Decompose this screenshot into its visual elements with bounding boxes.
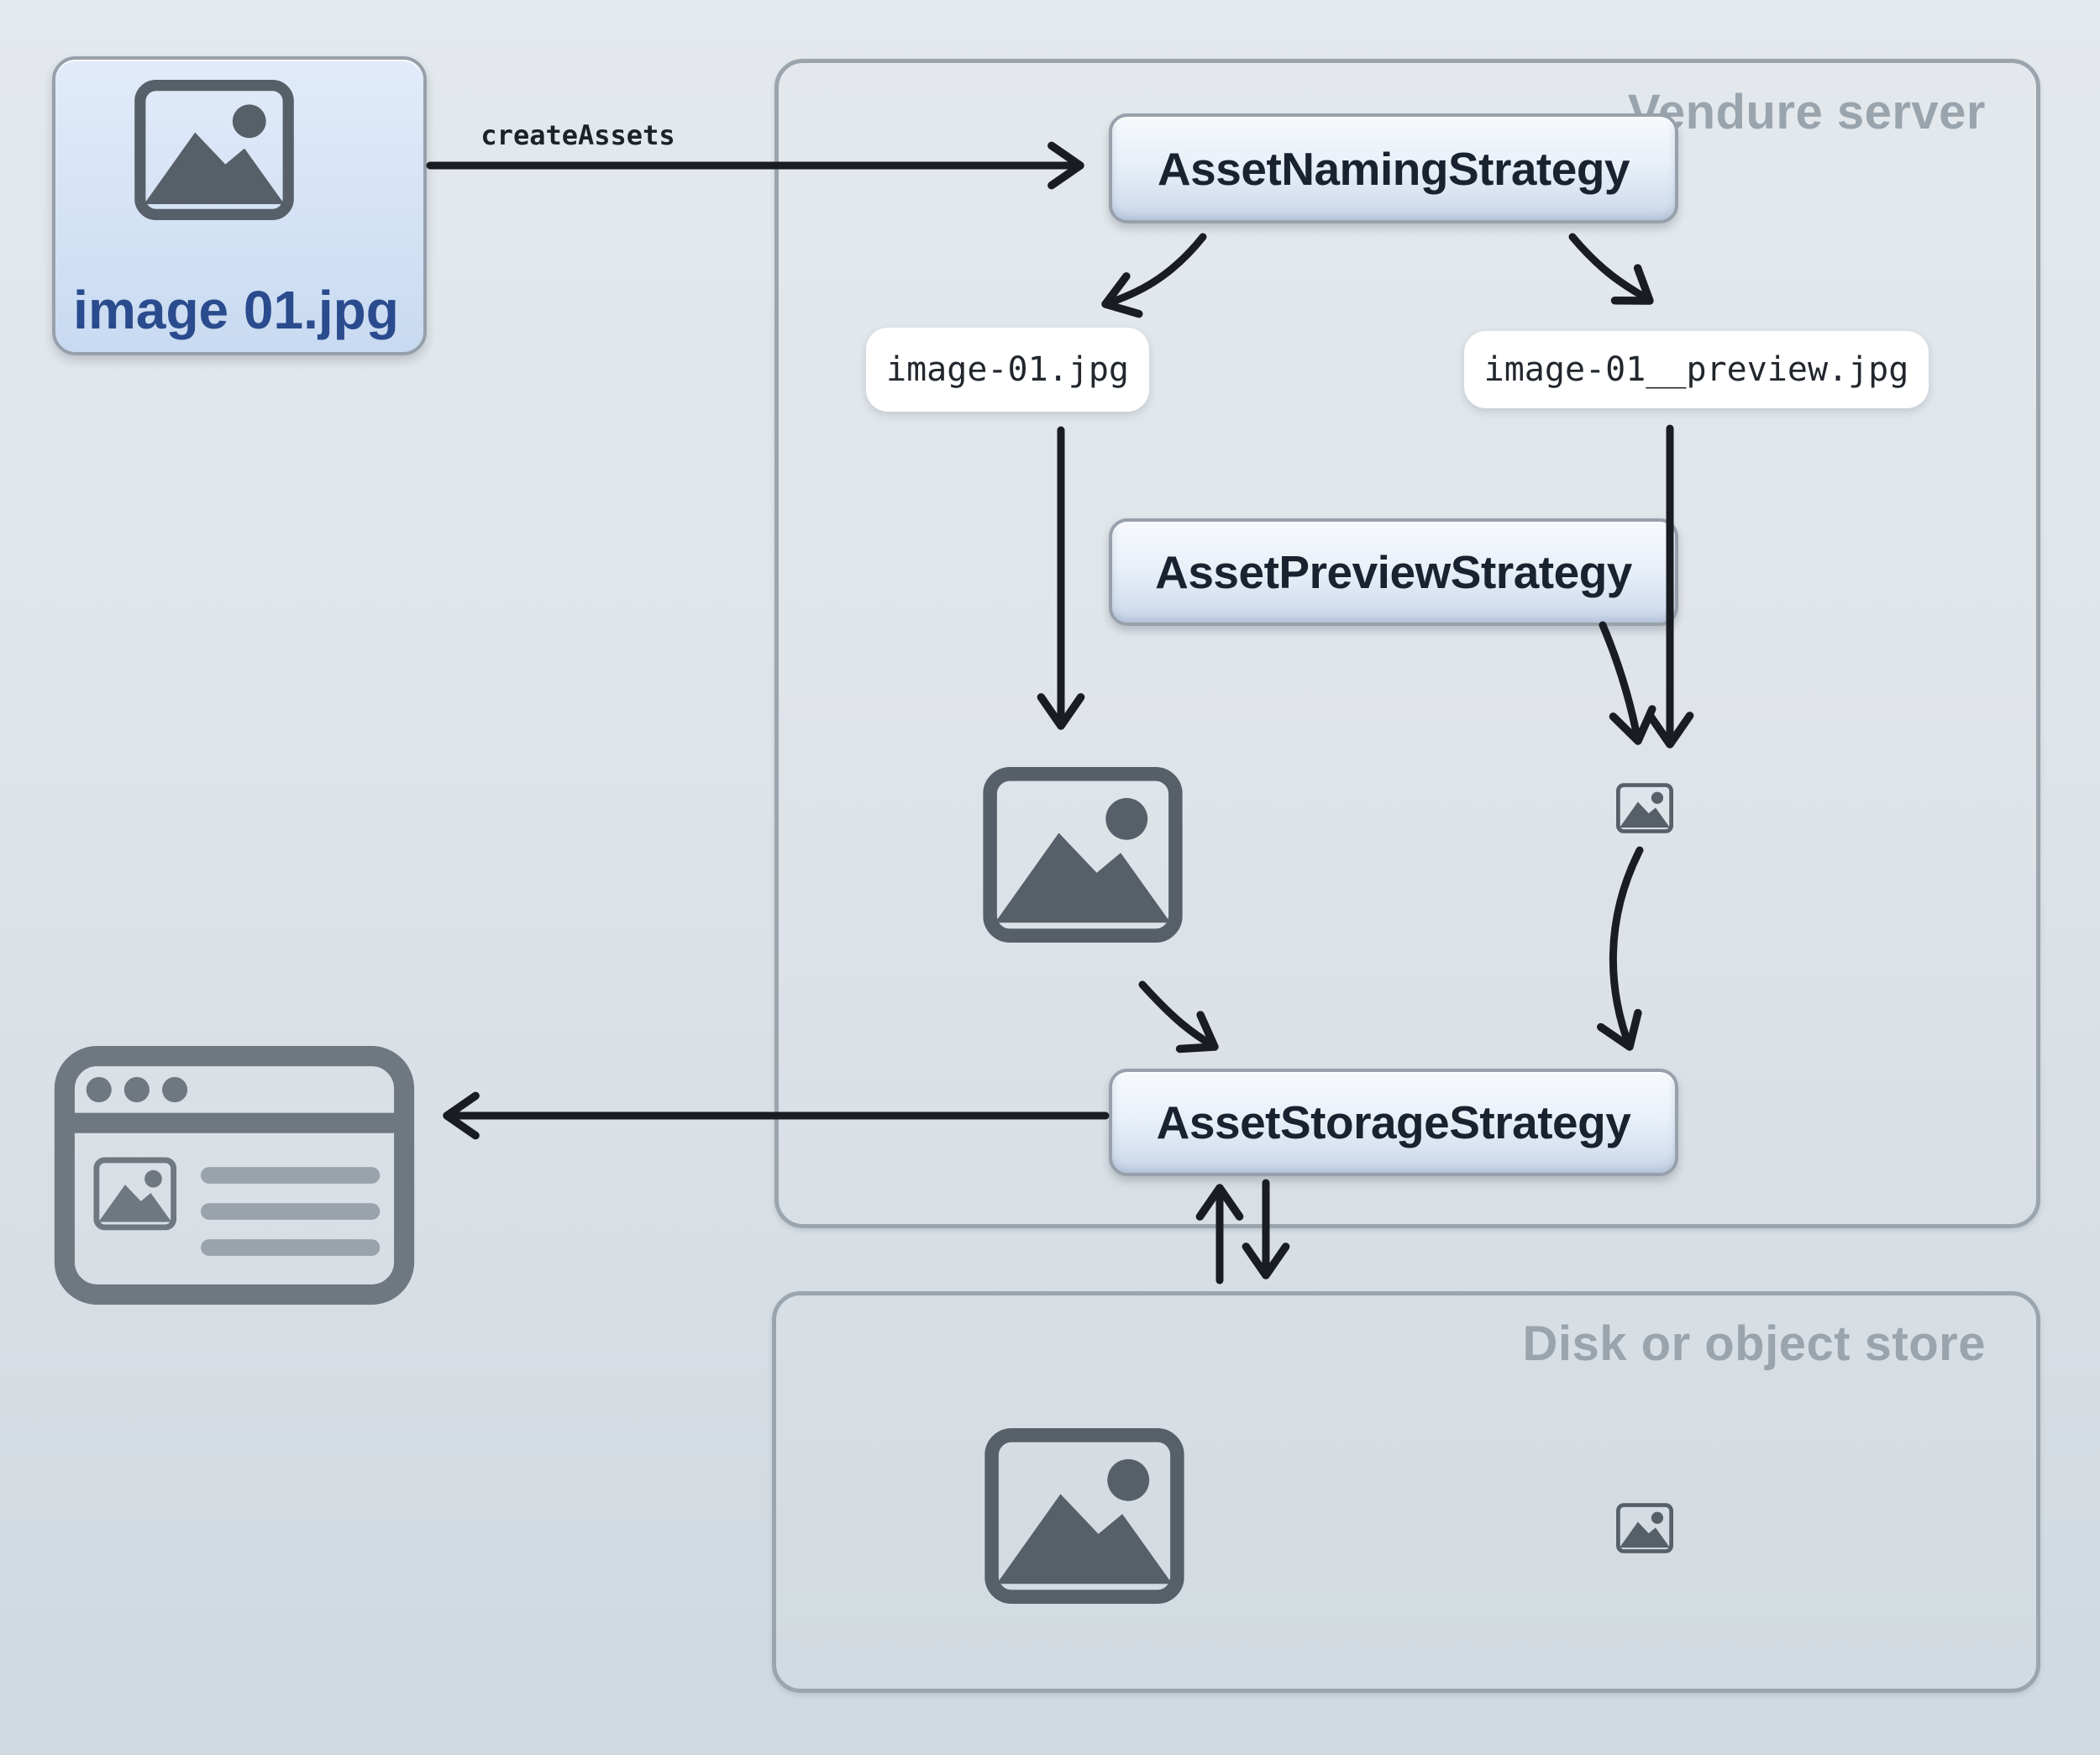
preview-filename-label: image-01__preview.jpg [1483, 350, 1909, 389]
disk-store-title: Disk or object store [1522, 1316, 1986, 1371]
asset-storage-strategy-label: AssetStorageStrategy [1156, 1096, 1631, 1148]
disk-store-container [772, 1291, 2040, 1693]
source-filename-label: image-01.jpg [886, 350, 1129, 389]
asset-naming-strategy-box: AssetNamingStrategy [1109, 113, 1678, 223]
create-assets-label: createAssets [480, 119, 675, 151]
asset-naming-strategy-label: AssetNamingStrategy [1157, 142, 1630, 195]
image-icon [134, 80, 294, 220]
source-filename-pill: image-01.jpg [866, 328, 1149, 412]
uploaded-file-label: image 01.jpg [73, 280, 399, 340]
browser-window-icon [54, 1045, 415, 1306]
asset-preview-strategy-label: AssetPreviewStrategy [1155, 546, 1632, 598]
asset-storage-strategy-box: AssetStorageStrategy [1109, 1069, 1678, 1176]
image-small-icon [1616, 783, 1673, 833]
preview-filename-pill: image-01__preview.jpg [1464, 331, 1929, 408]
image-small-icon [1616, 1503, 1673, 1553]
vendure-server-title: Vendure server [1627, 85, 1986, 139]
vendure-server-container [774, 59, 2040, 1228]
image-icon [984, 1428, 1184, 1604]
asset-preview-strategy-box: AssetPreviewStrategy [1109, 518, 1678, 626]
image-icon [983, 767, 1183, 943]
uploaded-file-card [52, 56, 427, 355]
